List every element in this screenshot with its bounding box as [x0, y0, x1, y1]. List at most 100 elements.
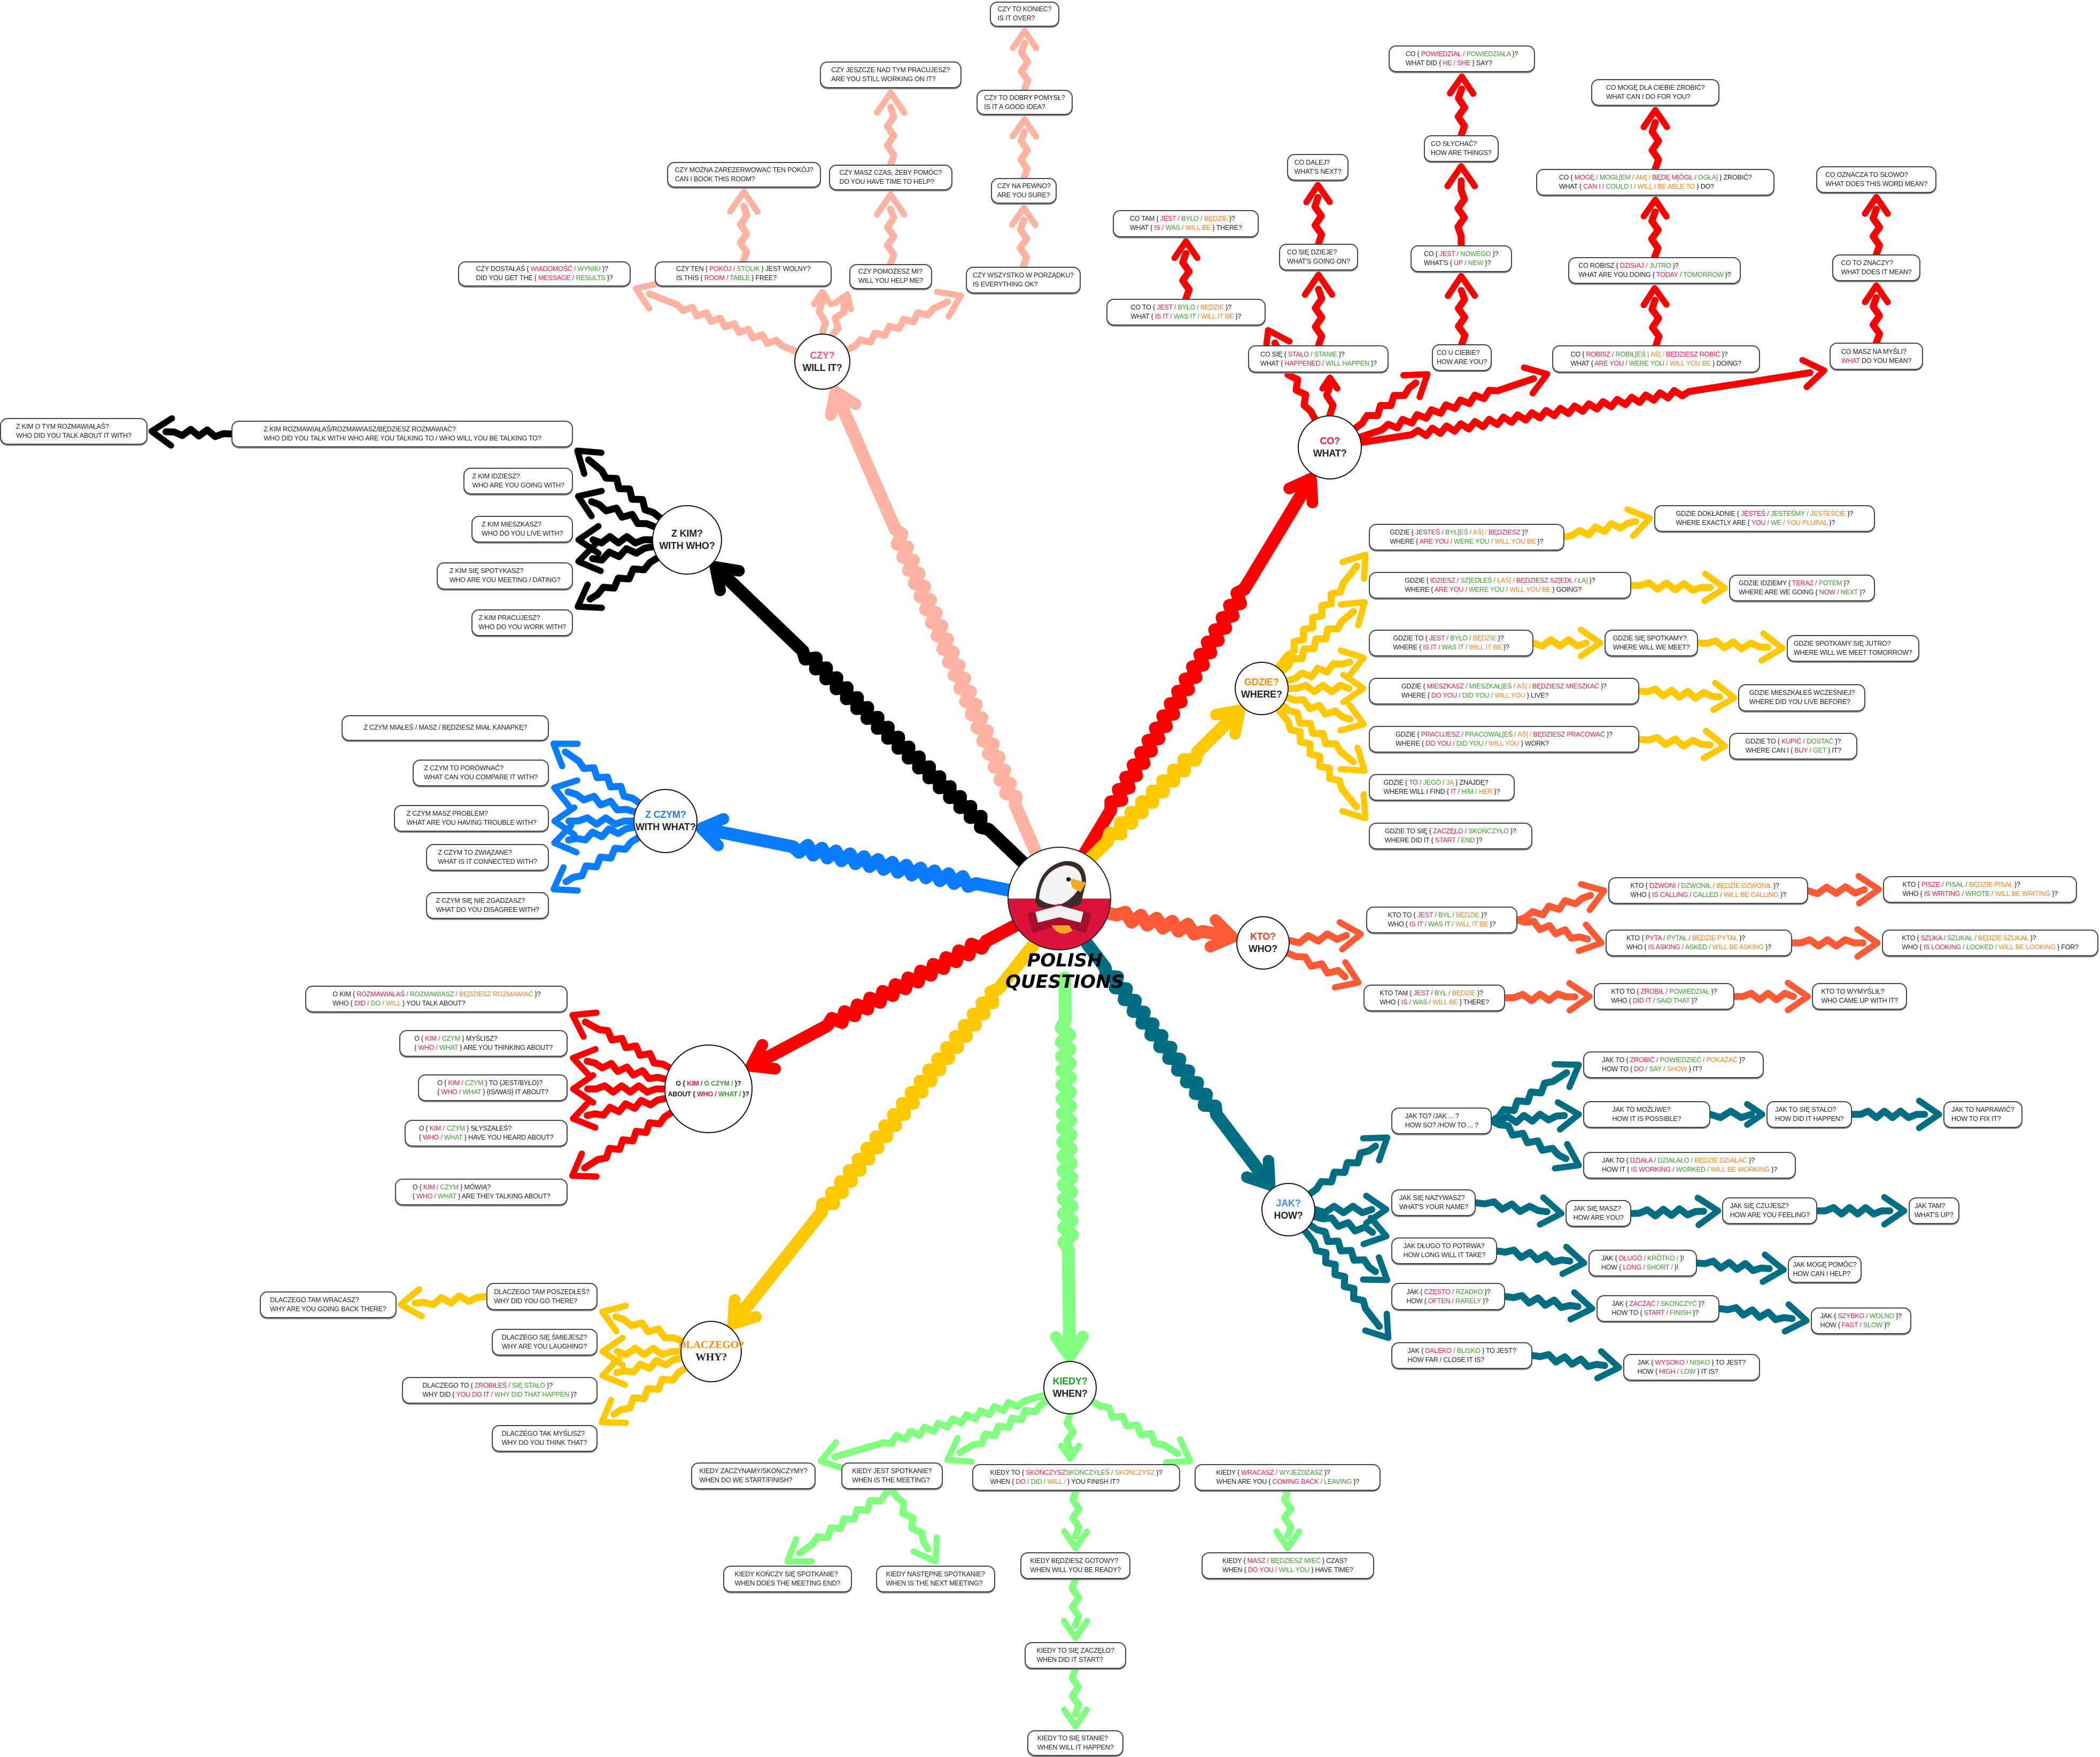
- question-node-jak[interactable]: JAK { CZĘSTO / RZADKO }?HOW { OFTEN / RA…: [1391, 1283, 1506, 1310]
- question-node-kiedy[interactable]: KIEDY TO SIĘ ZACZĘŁO?WHEN DID IT START?: [1024, 1642, 1127, 1669]
- question-node-okim[interactable]: O KIM { ROZMAWIAŁAŚ / ROZMAWIASZ / BĘDZI…: [305, 986, 568, 1013]
- question-node-gdzie[interactable]: GDZIE { JESTEŚ / BYŁ[EŚ / AŚ] / BĘDZIESZ…: [1368, 523, 1564, 551]
- question-node-co[interactable]: CO TO { JEST / BYŁO / BĘDZIE }?WHAT { IS…: [1106, 298, 1266, 326]
- question-node-dlaczego[interactable]: DLACZEGO TAK MYŚLISZ?WHY DO YOU THINK TH…: [491, 1425, 598, 1452]
- question-node-kto[interactable]: KTO { SZUKA / SZUKAŁ / BĘDZIE SZUKAŁ }?W…: [1881, 929, 2099, 957]
- question-node-czy[interactable]: CZY NA PEWNO?ARE YOU SURE?: [991, 178, 1057, 204]
- question-node-co[interactable]: CO MOGĘ DLA CIEBIE ZROBIĆ?WHAT CAN I DO …: [1591, 79, 1720, 106]
- question-node-zkim[interactable]: Z KIM MIESZKASZ?WHO DO YOU LIVE WITH?: [471, 515, 574, 543]
- question-node-jak[interactable]: JAK { WYSOKO / NISKO } TO JEST?HOW { HIG…: [1623, 1354, 1760, 1381]
- hub-zczym[interactable]: Z CZYM?WITH WHAT?: [633, 788, 698, 854]
- hub-okim[interactable]: O { KIM / O CZYM / }?ABOUT { WHO / WHAT …: [664, 1044, 753, 1133]
- question-node-kiedy[interactable]: KIEDY TO SIĘ STANIE?WHEN WILL IT HAPPEN?: [1027, 1730, 1124, 1756]
- question-node-zkim[interactable]: Z KIM O TYM ROZMAWIAŁAŚ?WHO DID YOU TALK…: [0, 417, 148, 445]
- question-node-co[interactable]: CO TAM { JEST / BYŁO / BĘDZIE }?WHAT { I…: [1113, 210, 1259, 237]
- question-node-co[interactable]: CO DALEJ?WHAT'S NEXT?: [1287, 154, 1349, 181]
- question-node-kiedy[interactable]: KIEDY BĘDZIESZ GOTOWY?WHEN WILL YOU BE R…: [1020, 1552, 1130, 1580]
- question-node-kiedy[interactable]: KIEDY ZACZYNAMY/SKOŃCZYMY?WHEN DO WE STA…: [691, 1462, 816, 1490]
- question-node-co[interactable]: CO { JEST / NOWEGO }?WHAT'S { UP / NEW }…: [1410, 245, 1512, 272]
- question-node-czy[interactable]: CZY TEN { POKÓJ / STOLIK } JEST WOLNY?IS…: [655, 261, 832, 287]
- question-node-co[interactable]: CO { ROBISZ / ROBIŁ[EŚ | AŚ] / BĘDZIESZ …: [1552, 345, 1760, 373]
- question-node-jak[interactable]: JAK MOGĘ POMÓC?HOW CAN I HELP?: [1788, 1256, 1862, 1283]
- question-node-zczym[interactable]: Z CZYM TO ZWIĄZANE?WHAT IS IT CONNECTED …: [425, 843, 549, 871]
- question-node-gdzie[interactable]: GDZIE DOKŁADNIE { JESTEŚ / JESTEŚMY / JE…: [1654, 505, 1876, 532]
- question-node-jak[interactable]: JAK { DALEKO / BLISKO } TO JEST?HOW FAR …: [1391, 1342, 1532, 1369]
- question-node-kto[interactable]: KTO { PISZE / PISAŁ / BĘDZIE PISAŁ }?WHO…: [1883, 876, 2078, 903]
- question-node-czy[interactable]: CZY MASZ CZAS, ŻEBY POMÓC?DO YOU HAVE TI…: [829, 165, 952, 190]
- question-node-co[interactable]: CO OZNACZA TO SŁOWO?WHAT DOES THIS WORD …: [1816, 166, 1937, 193]
- question-node-zkim[interactable]: Z KIM IDZIESZ?WHO ARE YOU GOING WITH?: [463, 467, 574, 494]
- question-node-jak[interactable]: JAK TO { DZIAŁA / DZIAŁAŁO / BĘDZIE DZIA…: [1583, 1151, 1796, 1179]
- question-node-gdzie[interactable]: GDZIE { PRACUJESZ / PRACOWAŁ[EŚ / AŚ] / …: [1368, 726, 1640, 753]
- question-node-zkim[interactable]: Z KIM PRACUJESZ?WHO DO YOU WORK WITH?: [471, 609, 574, 637]
- question-node-co[interactable]: CO { MOGĘ / MOGŁ[EM / AM] / BĘDĘ M[ÓGŁ /…: [1536, 168, 1775, 196]
- question-node-czy[interactable]: CZY DOSTAŁAŚ { WIADOMOŚĆ / WYNIKI }?DID …: [458, 261, 631, 287]
- question-node-zczym[interactable]: Z CZYM SIĘ NIE ZGADZASZ?WHAT DO YOU DISA…: [425, 892, 549, 919]
- question-node-kiedy[interactable]: KIEDY { MASZ / BĘDZIESZ MIEĆ } CZAS?WHEN…: [1201, 1552, 1374, 1580]
- question-node-kto[interactable]: KTO TO { ZROBIŁ / POWIEDZIAŁ }?WHO { DID…: [1593, 983, 1734, 1010]
- question-node-jak[interactable]: JAK TAM?WHAT'S UP?: [1908, 1197, 1959, 1225]
- hub-czy[interactable]: CZY?WILL IT?: [794, 333, 851, 390]
- question-node-co[interactable]: CO U CIEBIE?HOW ARE YOU?: [1431, 344, 1492, 371]
- question-node-co[interactable]: CO SIĘ DZIEJE?WHAT'S GOING ON?: [1278, 244, 1358, 271]
- question-node-czy[interactable]: CZY WSZYSTKO W PORZĄDKU?IS EVERYTHING OK…: [965, 266, 1081, 293]
- question-node-kto[interactable]: KTO TO WYMYŚLIŁ?WHO CAME UP WITH IT?: [1812, 983, 1908, 1010]
- question-node-jak[interactable]: JAK TO NAPRAWIĆ?HOW TO FIX IT?: [1943, 1101, 2022, 1128]
- question-node-jak[interactable]: JAK SIĘ CZUJESZ?HOW ARE YOU FEELING?: [1722, 1197, 1818, 1225]
- question-node-co[interactable]: CO SŁYCHAĆ?HOW ARE THINGS?: [1423, 135, 1499, 162]
- question-node-gdzie[interactable]: GDZIE { IDZIESZ / SZ[EDŁEŚ / ŁAŚ] / BĘDZ…: [1368, 571, 1631, 599]
- question-node-gdzie[interactable]: GDZIE SIĘ SPOTKAMY?WHERE WILL WE MEET?: [1604, 629, 1699, 656]
- question-node-czy[interactable]: CZY POMOŻESZ MI?WILL YOU HELP ME?: [849, 264, 932, 290]
- question-node-kto[interactable]: KTO TO { JEST / BYŁ / BĘDZIE }?WHO { IS …: [1366, 907, 1517, 934]
- question-node-kto[interactable]: KTO TAM { JEST / BYŁ / BĘDZIE }?WHO { IS…: [1363, 984, 1506, 1011]
- question-node-gdzie[interactable]: GDZIE IDZIEMY { TERAZ / POTEM }?WHERE AR…: [1729, 574, 1876, 602]
- question-node-jak[interactable]: JAK TO SIĘ STAŁO?HOW DID IT HAPPEN?: [1766, 1101, 1853, 1128]
- question-node-jak[interactable]: JAK TO MOŻLIWE?HOW IT IS POSSIBLE?: [1583, 1101, 1710, 1128]
- question-node-kiedy[interactable]: KIEDY KOŃCZY SIĘ SPOTKANIE?WHEN DOES THE…: [723, 1566, 852, 1593]
- question-node-kiedy[interactable]: KIEDY JEST SPOTKANIE?WHEN IS THE MEETING…: [841, 1462, 943, 1490]
- question-node-dlaczego[interactable]: DLACZEGO TAM WRACASZ?WHY ARE YOU GOING B…: [260, 1291, 397, 1318]
- question-node-czy[interactable]: CZY MOŻNA ZAREZERWOWAĆ TEN POKÓJ?CAN I B…: [667, 162, 821, 188]
- question-node-zkim[interactable]: Z KIM SIĘ SPOTYKASZ?WHO ARE YOU MEETING …: [436, 562, 574, 590]
- question-node-co[interactable]: CO SIĘ { STAŁO / STANIE }?WHAT { HAPPENE…: [1248, 345, 1389, 373]
- question-node-jak[interactable]: JAK TO? /JAK ... ?HOW SO? /HOW TO ... ?: [1391, 1108, 1492, 1135]
- question-node-jak[interactable]: JAK SIĘ MASZ?HOW ARE YOU?: [1566, 1200, 1631, 1227]
- hub-gdzie[interactable]: GDZIE?WHERE?: [1235, 661, 1289, 716]
- hub-co[interactable]: CO?WHAT?: [1298, 415, 1362, 480]
- question-node-okim[interactable]: O { KIM / CZYM } TO {JEST/BYŁO}?{ WHO / …: [417, 1074, 568, 1101]
- question-node-czy[interactable]: CZY TO KONIEC?IS IT OVER?: [989, 1, 1060, 27]
- question-node-kto[interactable]: KTO { PYTA / PYTAŁ / BĘDZIE PYTAŁ }?WHO …: [1606, 929, 1792, 957]
- question-node-gdzie[interactable]: GDZIE { TO / JEGO / JĄ } ZNAJDĘ?WHERE WI…: [1368, 774, 1515, 801]
- question-node-dlaczego[interactable]: DLACZEGO TAM POSZEDŁEŚ?WHY DID YOU GO TH…: [486, 1283, 598, 1310]
- question-node-co[interactable]: CO ROBISZ { DZISIAJ / JUTRO }?WHAT ARE Y…: [1568, 257, 1741, 284]
- question-node-co[interactable]: CO TO ZNACZY?WHAT DOES IT MEAN?: [1832, 254, 1921, 282]
- question-node-czy[interactable]: CZY JESZCZE NAD TYM PRACUJESZ?ARE YOU ST…: [819, 61, 962, 89]
- question-node-co[interactable]: CO { POWIEDZIAŁ / POWIEDZIAŁA }?WHAT DID…: [1389, 45, 1535, 73]
- question-node-gdzie[interactable]: GDZIE TO SIĘ { ZACZĘŁO / SKOŃCZYŁO }?WHE…: [1368, 822, 1532, 849]
- question-node-dlaczego[interactable]: DLACZEGO TO { ZROBIŁEŚ / SIĘ STAŁO }?WHY…: [401, 1376, 598, 1404]
- question-node-dlaczego[interactable]: DLACZEGO SIĘ ŚMIEJESZ?WHY ARE YOU LAUGHI…: [491, 1328, 598, 1356]
- question-node-kto[interactable]: KTO { DZWONI / DZWONIŁ / BĘDZIE DZWONIŁ …: [1608, 877, 1808, 904]
- question-node-zczym[interactable]: Z CZYM MASZ PROBLEM?WHAT ARE YOU HAVING …: [393, 804, 549, 832]
- hub-jak[interactable]: JAK?HOW?: [1261, 1182, 1315, 1236]
- question-node-okim[interactable]: O { KIM / CZYM } MYŚLISZ?{ WHO / WHAT } …: [399, 1030, 568, 1057]
- question-node-co[interactable]: CO MASZ NA MYŚLI?WHAT DO YOU MEAN?: [1829, 343, 1924, 370]
- question-node-gdzie[interactable]: GDZIE SPOTKAMY SIĘ JUTRO?WHERE WILL WE M…: [1786, 634, 1919, 662]
- question-node-jak[interactable]: JAK TO { ZROBIĆ / POWIEDZIEĆ / POKAZAĆ }…: [1583, 1051, 1764, 1079]
- question-node-kiedy[interactable]: KIEDY { WRACASZ / WYJEŻDŻASZ }?WHEN ARE …: [1195, 1464, 1381, 1491]
- question-node-jak[interactable]: JAK { ZACZĄĆ / SKOŃCZYĆ }?HOW TO { START…: [1596, 1295, 1720, 1322]
- question-node-okim[interactable]: O { KIM / CZYM } SŁYSZAŁEŚ?{ WHO / WHAT …: [404, 1119, 568, 1147]
- hub-dlaczego[interactable]: DLACZEGO?WHY?: [678, 1320, 744, 1382]
- question-node-zkim[interactable]: Z KIM ROZMAWIAŁAŚ/ROZMAWIASZ/BĘDZIESZ RO…: [231, 420, 574, 447]
- hub-kiedy[interactable]: KIEDY?WHEN?: [1043, 1360, 1097, 1415]
- question-node-okim[interactable]: O { KIM / CZYM } MÓWIĄ?{ WHO / WHAT } AR…: [395, 1179, 568, 1206]
- question-node-zczym[interactable]: Z CZYM TO PORÓWNAĆ?WHAT CAN YOU COMPARE …: [412, 759, 549, 786]
- question-node-jak[interactable]: JAK { DŁUGO / KRÓTKO / }!HOW { LONG / SH…: [1588, 1249, 1697, 1276]
- hub-zkim[interactable]: Z KIM?WITH WHO?: [652, 505, 722, 575]
- question-node-jak[interactable]: JAK SIĘ NAZYWASZ?WHAT'S YOUR NAME?: [1391, 1189, 1476, 1217]
- question-node-gdzie[interactable]: GDZIE TO { KUPIĆ / DOSTAĆ }?WHERE CAN I …: [1729, 732, 1858, 760]
- question-node-gdzie[interactable]: GDZIE MIESZKAŁEŚ WCZEŚNIEJ?WHERE DID YOU…: [1738, 684, 1866, 711]
- question-node-zczym[interactable]: Z CZYM MIAŁEŚ / MASZ / BĘDZIESZ MIAŁ KAN…: [341, 715, 549, 741]
- question-node-kiedy[interactable]: KIEDY NASTĘPNE SPOTKANIE?WHEN IS THE NEX…: [875, 1566, 995, 1593]
- question-node-jak[interactable]: JAK { SZYBKO / WOLNO }?HOW { FAST / SLOW…: [1810, 1307, 1911, 1334]
